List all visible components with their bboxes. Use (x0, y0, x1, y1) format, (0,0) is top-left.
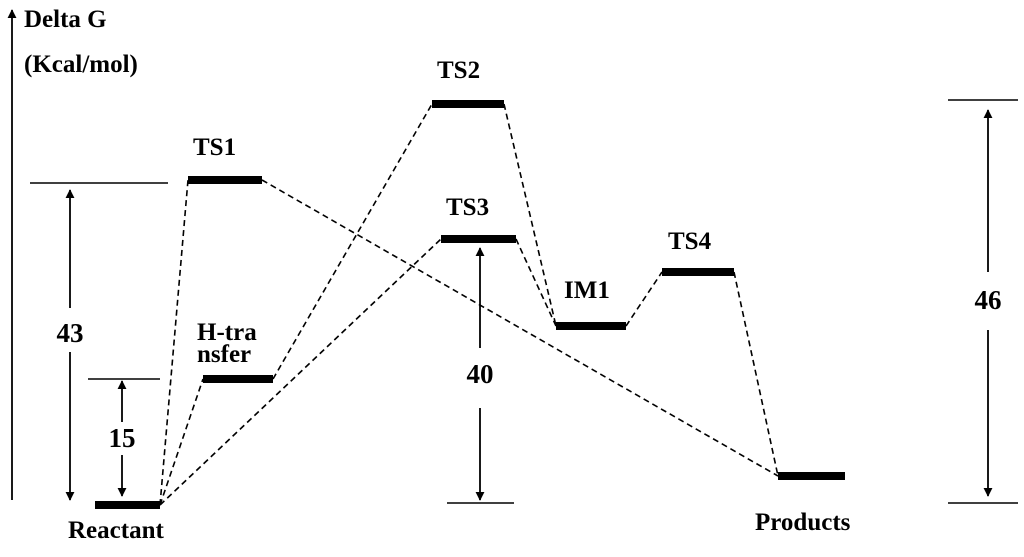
htransfer-label-line1: H-tra (197, 319, 257, 346)
pathway-ts4-to-products (733, 271, 779, 477)
reactant-label: Reactant (68, 517, 164, 544)
htransfer-label-line2: nsfer (197, 341, 251, 368)
ts1-label: TS1 (193, 134, 236, 161)
y-axis-title-line2: (Kcal/mol) (24, 51, 138, 78)
pathway-ts1-to-products (261, 179, 779, 477)
products-label: Products (755, 509, 851, 536)
barrier-value-label: 46 (975, 285, 1002, 315)
pathway-reactant-to-ts1 (159, 179, 189, 506)
y-axis-title-line1: Delta G (24, 6, 107, 33)
barrier-value-label: 15 (109, 423, 136, 453)
im1-label: IM1 (564, 277, 610, 304)
pathway-ts3-to-im1 (515, 238, 557, 327)
ts2-label: TS2 (437, 57, 480, 84)
pathway-reactant-to-ts3 (159, 238, 442, 506)
pathway-ts2-to-im1 (503, 103, 557, 327)
ts4-label: TS4 (668, 228, 712, 255)
pathway-htransfer-to-ts2 (272, 103, 433, 380)
barrier-value-label: 43 (57, 318, 84, 348)
ts3-label: TS3 (446, 194, 489, 221)
pathway-reactant-to-htransfer (159, 378, 204, 506)
barrier-value-label: 40 (467, 359, 494, 389)
pathway-im1-to-ts4 (625, 271, 663, 327)
